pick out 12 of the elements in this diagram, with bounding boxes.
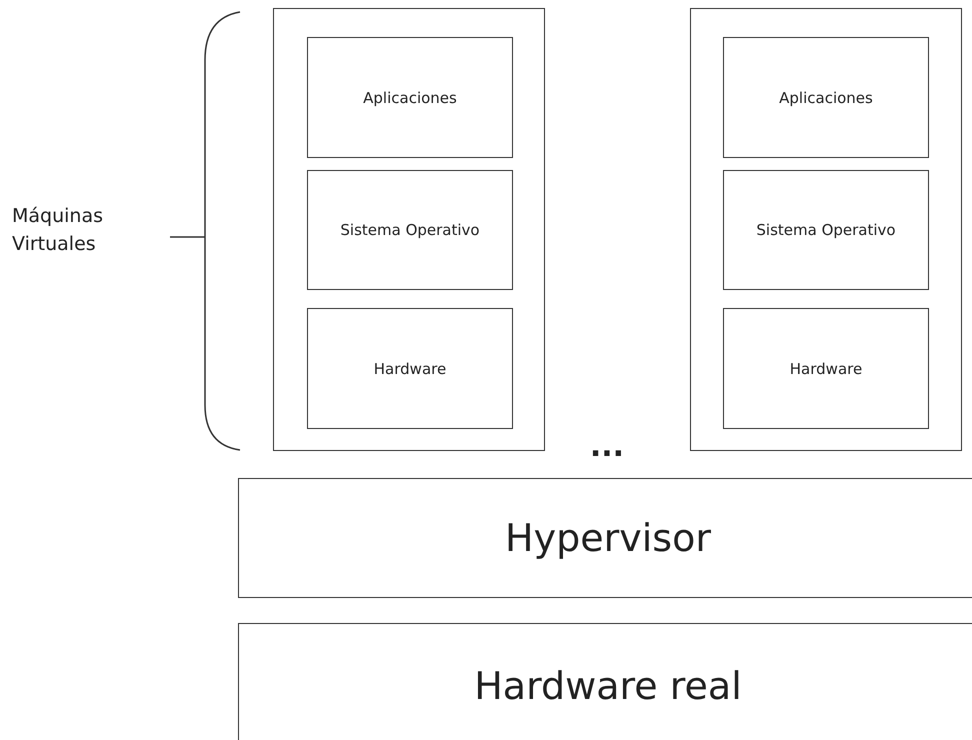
layer-box: Sistema Operativo <box>723 170 929 290</box>
virtual-machine-frame <box>690 8 962 451</box>
virtual-machine-frame <box>273 8 545 451</box>
layer-box: Hardware <box>307 308 513 429</box>
layer-box: Sistema Operativo <box>307 170 513 290</box>
layer-box: Hardware <box>723 308 929 429</box>
ellipsis-mark: ... <box>588 428 626 466</box>
layer-box: Aplicaciones <box>723 37 929 158</box>
group-label: Máquinas Virtuales <box>12 204 104 257</box>
layer-box: Hypervisor <box>238 478 972 598</box>
layer-box: Aplicaciones <box>307 37 513 158</box>
layer-box: Hardware real <box>238 623 972 740</box>
